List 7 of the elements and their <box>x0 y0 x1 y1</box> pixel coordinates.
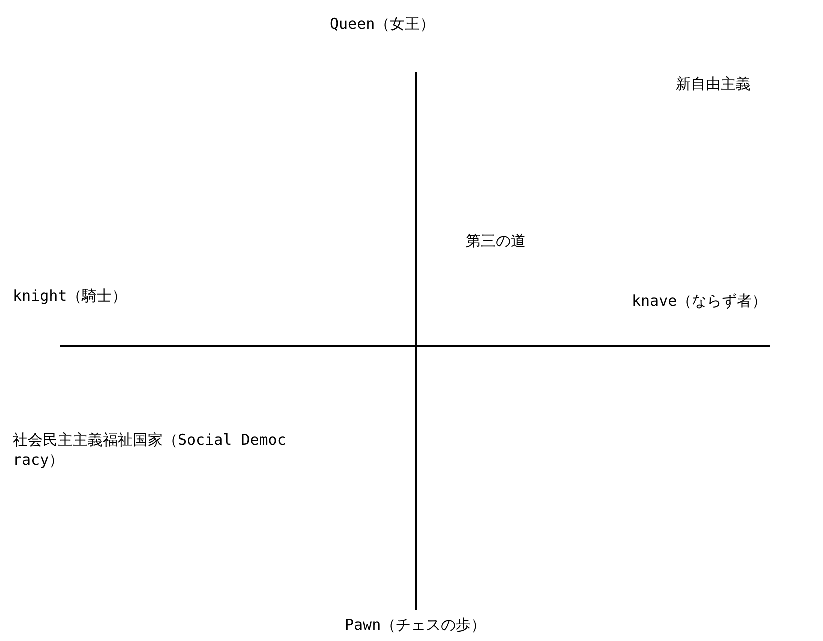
quadrant-label: Queen（女王） <box>330 14 436 34</box>
quadrant-label: knight（騎士） <box>13 286 128 306</box>
quadrant-label: 第三の道 <box>466 231 526 251</box>
quadrant-label: Pawn（チェスの歩） <box>345 615 486 635</box>
quadrant-label: knave（ならず者） <box>632 291 768 311</box>
quadrant-label: 新自由主義 <box>676 74 751 94</box>
quadrant-label: 社会民主主義福祉国家（Social Democracy） <box>13 430 288 470</box>
